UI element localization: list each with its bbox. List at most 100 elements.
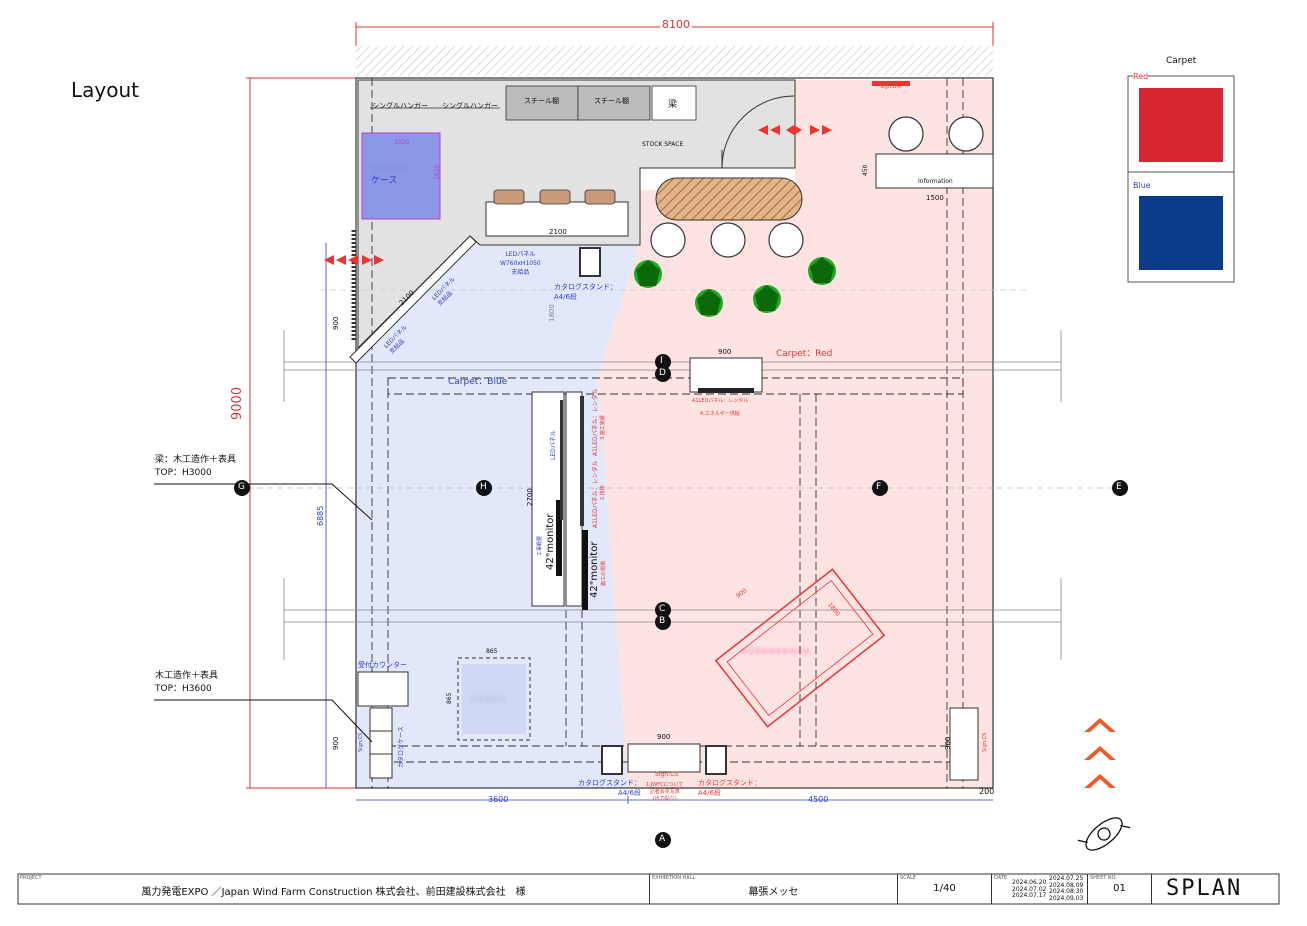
dim-wall-2700: 2700 [526,488,534,506]
brand-logo: SPLAN [1166,876,1243,901]
sign-cs-right [949,707,979,781]
dim-left-inner: 6885 [316,505,325,526]
dim-case-w: 1020 [394,139,410,146]
sign-cs-bottom: Sign:CS [655,771,679,778]
case-label-text: ケース [371,176,398,186]
date-6: 2024.08.30 [1049,888,1084,895]
construction-label: 工事概要 [537,535,543,556]
marker-b: B [659,616,666,626]
case-box [361,132,441,220]
hanger-label-2: シングルハンガー [442,102,498,110]
jwfc-line2: 記者会見写真 [649,789,680,795]
tb-scale: SCALE 1/40 [898,874,992,904]
tb-date: DATE 2024.06.20 2024.07.02 2024.07.17 20… [992,874,1088,904]
catalog-top-line2: A4/6段 [554,293,578,301]
catalog-bottom-right: カタログスタンド： A4/6段 [698,778,761,798]
blurred-display-label: ｘｘｘｘｘ [470,695,505,703]
dim-width-total: 8100 [660,18,692,31]
stock-label: STOCK SPACE [642,141,684,148]
carpet-blue-zone [356,243,640,788]
booth-outline [355,77,994,789]
tb-hall-value: 幕張メッセ [748,887,799,898]
a1-led-rental-1: A1LEDパネル：レンタル [592,388,599,456]
tb-sheet: SHEET NO. 01 [1088,874,1152,904]
catalog-case-label: カタログケース [398,726,405,768]
wall-note-1-line2: TOP：H3000 [155,468,212,478]
dim-counter-2100: 2100 [549,228,567,236]
dim-center-1800: 1800 [548,304,556,322]
date-3: 2024.07.17 [1012,892,1047,899]
catalog-bottom-left-line1: カタログスタンド： [578,779,641,787]
tb-sheet-label: SHEET NO. [1090,875,1117,881]
dim-mid-900: 900 [718,348,732,356]
tb-sheet-value: 01 [1113,883,1126,894]
reg-num-1: 3.施工実績 [600,415,606,440]
reg-num-2: 2.技術 [600,485,606,500]
catalog-stand-left [601,745,623,775]
information-desk [875,153,994,189]
person-icon [1077,817,1131,851]
date-2: 2024.07.02 [1012,885,1047,893]
carpet-red-label: Red [1133,72,1149,81]
counter [485,201,629,237]
dim-left-900-b: 900 [332,736,340,750]
monitor-label-2: 42"monitor [589,541,600,598]
led-panel-top-line1: LEDパネル [505,251,536,258]
sign-dm-label: Sign:DM [880,84,901,90]
title-block-frame [17,873,1280,905]
tb-scale-value: 1/40 [933,883,956,894]
hanger-label-1: シングルハンガー [372,102,428,110]
carpet-blue-label: Blue [1133,181,1151,190]
jwfc-line3: (出力貼り) [652,796,677,802]
wall-note-2: 木工造作＋表具 TOP：H3600 [155,670,218,696]
dim-bottom-left: 3600 [488,795,509,804]
beam-label: 梁 [668,100,678,110]
mid-counter-label: A1LEDパネル：レンタル [692,398,749,404]
dim-tv-w: 865 [486,648,498,655]
marker-f: F [876,482,882,492]
stock-door [721,95,795,169]
mid-counter [689,357,763,393]
catalog-bottom-left-line2: A4/6段 [617,789,641,797]
a1-led-rental-2: A1LEDパネル：レンタル [592,460,599,528]
marker-g: G [238,482,245,492]
counter-stools [493,189,616,205]
carpet-title: Carpet [1166,56,1197,66]
marker-c: C [659,604,666,614]
round-stools [650,116,984,258]
center-partition-2 [565,391,583,607]
led-panel-vertical: LEDパネル [550,430,557,460]
wall-note-2-line1: 木工造作＋表具 [155,671,219,681]
dim-bottom-right: 4500 [808,795,829,804]
sign-cs-right-label: Sign:CS [982,732,988,752]
date-7: 2024.09.03 [1049,894,1084,902]
catalog-stand-right [705,745,727,775]
jwfc-line1: 1.JWFCについて [646,782,684,788]
carpet-swatch-red [1139,88,1223,162]
wall-note-1-line1: 梁：木工造作＋表具 [155,455,237,465]
monitor-2 [582,530,588,610]
catalog-case [369,707,393,779]
steel-label-2: スチール棚 [594,97,629,105]
information-label: Information [918,178,953,185]
steel-label-1: スチール棚 [524,97,559,105]
monitor-2-note: 施工の現場 [601,560,607,586]
tb-project-label: PROJECT [20,875,42,881]
plants [634,257,836,317]
section-markers [234,354,1128,848]
tb-hall-label: EXHIBITION HALL [652,875,696,881]
monitor-1 [556,500,562,576]
catalog-top-line1: カタログスタンド： [554,283,617,291]
wall-note-2-line2: TOP：H3600 [155,684,212,694]
dim-tv-h: 865 [446,692,453,704]
led-panel-top-line3: 支給品 [511,269,530,276]
catalog-bottom-left: カタログスタンド： A4/6段 [578,778,641,798]
marker-e: E [1116,482,1122,492]
date-5: 2024.08.09 [1049,881,1084,889]
dim-left-900-a: 900 [332,316,340,330]
wall-note-1: 梁：木工造作＋表具 TOP：H3000 [155,454,236,480]
carpet-swatch-blue [1139,196,1223,270]
flow-chevrons [1084,718,1116,788]
jwfc-label: 1.JWFCについて 記者会見写真 (出力貼り) [646,782,683,803]
